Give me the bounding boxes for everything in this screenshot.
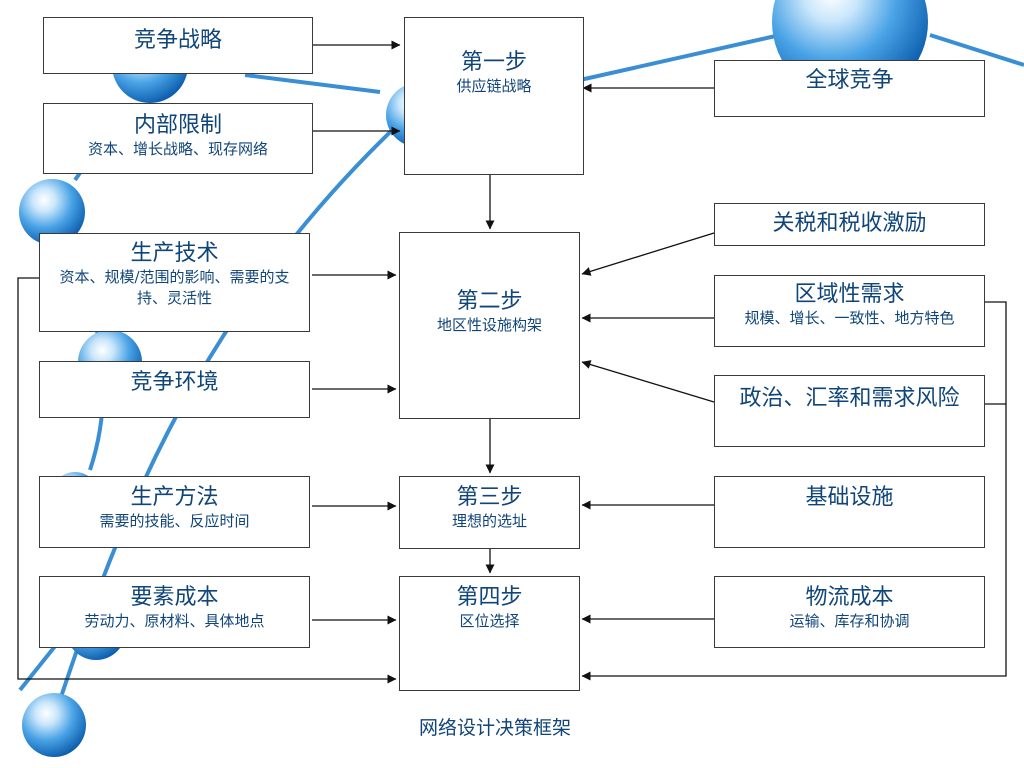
diagram-caption: 网络设计决策框架 <box>418 717 571 739</box>
factor-tariffs-tax-incentives: 关税和税收激励 <box>714 203 985 246</box>
step-4-box: 第四步 区位选择 <box>399 576 580 691</box>
step-1-title: 第一步 <box>460 50 527 75</box>
step-2-title: 第二步 <box>456 289 523 314</box>
factor-global-competition: 全球竞争 <box>714 60 985 117</box>
step-1-subtitle: 供应链战略 <box>456 77 532 95</box>
factor-political-exchange-risk: 政治、汇率和需求风险 <box>714 375 985 447</box>
step-4-subtitle: 区位选择 <box>459 612 520 630</box>
factor-production-method: 生产方法 需要的技能、反应时间 <box>39 476 310 548</box>
factor-subtitle: 资本、规模/范围的影响、需要的支持、灵活性 <box>59 268 290 307</box>
factor-title: 基础设施 <box>805 485 894 510</box>
factor-title: 要素成本 <box>130 585 219 610</box>
step-2-subtitle: 地区性设施构架 <box>436 316 542 334</box>
factor-production-technology: 生产技术 资本、规模/范围的影响、需要的支持、灵活性 <box>39 233 310 332</box>
factor-infrastructure: 基础设施 <box>714 476 985 548</box>
factor-title: 全球竞争 <box>805 68 894 93</box>
step-4-title: 第四步 <box>456 585 523 610</box>
factor-title: 物流成本 <box>805 585 894 610</box>
step-1-box: 第一步 供应链战略 <box>404 17 584 175</box>
step-2-box: 第二步 地区性设施构架 <box>399 232 580 419</box>
step-3-title: 第三步 <box>456 485 523 510</box>
factor-title: 内部限制 <box>133 113 222 138</box>
factor-subtitle: 运输、库存和协调 <box>789 612 910 630</box>
factor-factor-cost: 要素成本 劳动力、原材料、具体地点 <box>39 576 310 648</box>
arrow-tariffs-to-step2 <box>581 232 715 276</box>
factor-title: 区域性需求 <box>794 282 905 307</box>
factor-title: 政治、汇率和需求风险 <box>739 386 960 411</box>
factor-subtitle: 需要的技能、反应时间 <box>99 512 250 530</box>
factor-competitive-strategy: 竞争战略 <box>43 17 313 74</box>
factor-internal-constraints: 内部限制 资本、增长战略、现存网络 <box>43 103 313 174</box>
step-3-box: 第三步 理想的选址 <box>399 476 580 549</box>
factor-competitive-environment: 竞争环境 <box>39 361 310 418</box>
factor-subtitle: 劳动力、原材料、具体地点 <box>84 612 265 630</box>
sphere <box>22 693 86 757</box>
loop-left-to-step4 <box>17 277 397 684</box>
sphere <box>19 179 85 245</box>
factor-subtitle: 资本、增长战略、现存网络 <box>87 140 268 158</box>
factor-regional-demand: 区域性需求 规模、增长、一致性、地方特色 <box>714 275 985 347</box>
step-3-subtitle: 理想的选址 <box>451 512 527 530</box>
factor-logistics-cost: 物流成本 运输、库存和协调 <box>714 576 985 648</box>
factor-title: 竞争战略 <box>133 28 222 53</box>
factor-title: 生产方法 <box>130 485 219 510</box>
loop-right-to-step4 <box>581 301 1007 681</box>
factor-title: 竞争环境 <box>130 370 219 395</box>
arrow-political-risk-to-step2 <box>581 360 715 403</box>
factor-title: 生产技术 <box>130 241 219 266</box>
factor-subtitle: 规模、增长、一致性、地方特色 <box>744 309 955 327</box>
factor-title: 关税和税收激励 <box>772 211 927 236</box>
